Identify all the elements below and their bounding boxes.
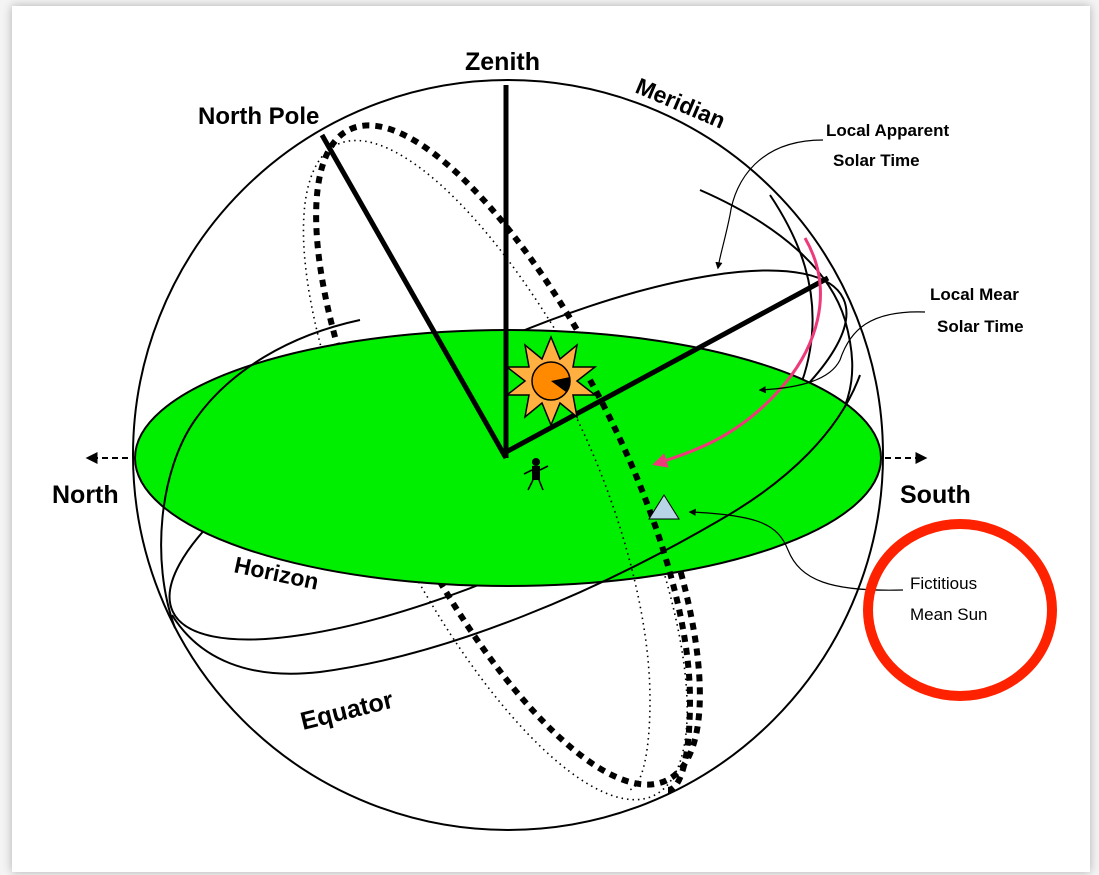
meridian-label: Meridian: [632, 73, 729, 134]
south-label: South: [900, 481, 971, 509]
equator-label: Equator: [298, 686, 397, 736]
fictitious-mean-sun-label-line2: Mean Sun: [910, 605, 988, 624]
north-label: North: [52, 481, 119, 509]
hour-angle-arrow: [652, 237, 822, 468]
sun-icon: [504, 335, 598, 427]
local-apparent-solar-time-label-line2: Solar Time: [833, 151, 920, 170]
upper-left-arc: [160, 319, 361, 629]
fictitious-mean-sun-label-line1: Fictitious: [910, 574, 977, 593]
apparent-time-leader: [715, 139, 824, 270]
hour-angle-line: [504, 275, 830, 455]
equator-front-arc: [171, 374, 861, 675]
mean-sun-marker-icon: [648, 494, 680, 520]
highlight-circle: [863, 519, 1057, 701]
observer-figure-icon: [523, 458, 549, 491]
local-apparent-solar-time-label-line1: Local Apparent: [826, 121, 949, 140]
celestial-sphere-outline: [132, 79, 884, 831]
zenith-label: Zenith: [465, 48, 540, 76]
mean-time-leader: [758, 311, 926, 394]
polar-axis-line: [319, 133, 509, 460]
north-pole-label: North Pole: [198, 103, 319, 130]
local-mean-solar-time-label-line1: Local Mear: [930, 285, 1019, 304]
local-mean-solar-time-label-line2: Solar Time: [937, 317, 1024, 336]
thick-dashed-hour-circle-front: [587, 378, 694, 793]
mean-sun-leader: [688, 508, 904, 591]
